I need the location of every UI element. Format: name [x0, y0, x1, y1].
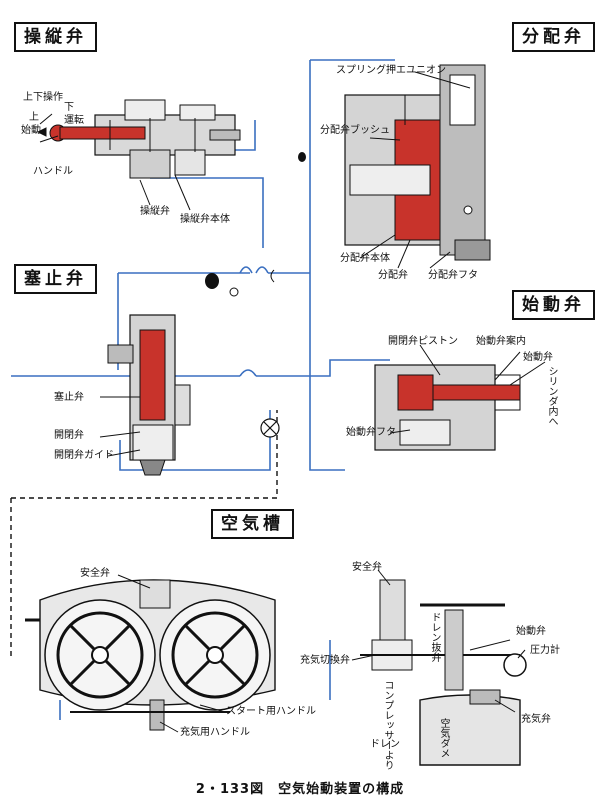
label-onoff-piston: 開閉弁ピストン: [388, 336, 458, 347]
air-tank-detail-drawing: [360, 579, 527, 766]
label-drain: ドレン: [370, 739, 400, 750]
flow-indicator-icon: [260, 418, 280, 438]
figure-caption: 2・133図 空気始動装置の構成: [195, 782, 405, 797]
label-safety-valve-left: 安全弁: [80, 568, 110, 579]
label-run: 運転: [64, 115, 84, 126]
label-pressure-gauge: 圧力計: [530, 645, 560, 656]
label-onoff-guide: 開閉弁ガイド: [54, 450, 114, 461]
label-dist-bush: 分配弁ブッシュ: [320, 125, 390, 136]
label-handle: ハンドル: [33, 166, 73, 177]
control-valve-drawing: [49, 99, 241, 179]
label-start-handle: スタート用ハンドル: [226, 706, 316, 717]
label-start-guide: 始動弁案内: [476, 336, 526, 347]
label-drain-valve: ドレン抜弁: [429, 612, 440, 662]
air-piping: [11, 59, 395, 720]
section-title-starting-valve: 始動弁: [512, 290, 595, 320]
label-dist-cover: 分配弁フタ: [428, 270, 478, 281]
air-tank-drawing: [25, 579, 276, 731]
label-up: 上: [29, 112, 39, 123]
label-start: 始動: [21, 125, 41, 136]
label-stop-valve: 塞止弁: [54, 392, 84, 403]
label-dist-body: 分配弁本体: [340, 253, 390, 264]
stop-valve-drawing: [107, 314, 191, 476]
label-start-cover: 始動弁フタ: [346, 427, 396, 438]
section-title-control-valve: 操縦弁: [14, 22, 97, 52]
label-control-valve: 操縦弁: [140, 206, 170, 217]
label-from-compressor: コンプレッサーより: [382, 680, 393, 770]
section-title-air-tank: 空気槽: [211, 509, 294, 539]
label-safety-valve-right: 安全弁: [352, 562, 382, 573]
label-control-valve-body: 操縦弁本体: [180, 214, 230, 225]
label-air-dam: 空気ダメ: [438, 718, 449, 758]
label-updown: 上下操作: [23, 92, 63, 103]
label-start-valve-right: 始動弁: [516, 626, 546, 637]
distributor-valve-drawing: [344, 64, 491, 261]
label-fill-handle: 充気用ハンドル: [180, 727, 250, 738]
label-fill-switch: 充気切換弁: [300, 655, 350, 666]
starting-valve-drawing: [374, 364, 521, 451]
label-into-cylinder: シリンダ内へ: [546, 366, 557, 426]
label-onoff-valve: 開閉弁: [54, 430, 84, 441]
label-dist-valve: 分配弁: [378, 270, 408, 281]
dashed-return-line: [10, 410, 278, 660]
label-down: 下: [64, 102, 74, 113]
label-spring-union: スプリング押エユニオン: [336, 65, 446, 76]
label-fill-valve: 充気弁: [521, 714, 551, 725]
section-title-stop-valve: 塞止弁: [14, 264, 97, 294]
label-start-valve: 始動弁: [523, 352, 553, 363]
section-title-distributor-valve: 分配弁: [512, 22, 595, 52]
